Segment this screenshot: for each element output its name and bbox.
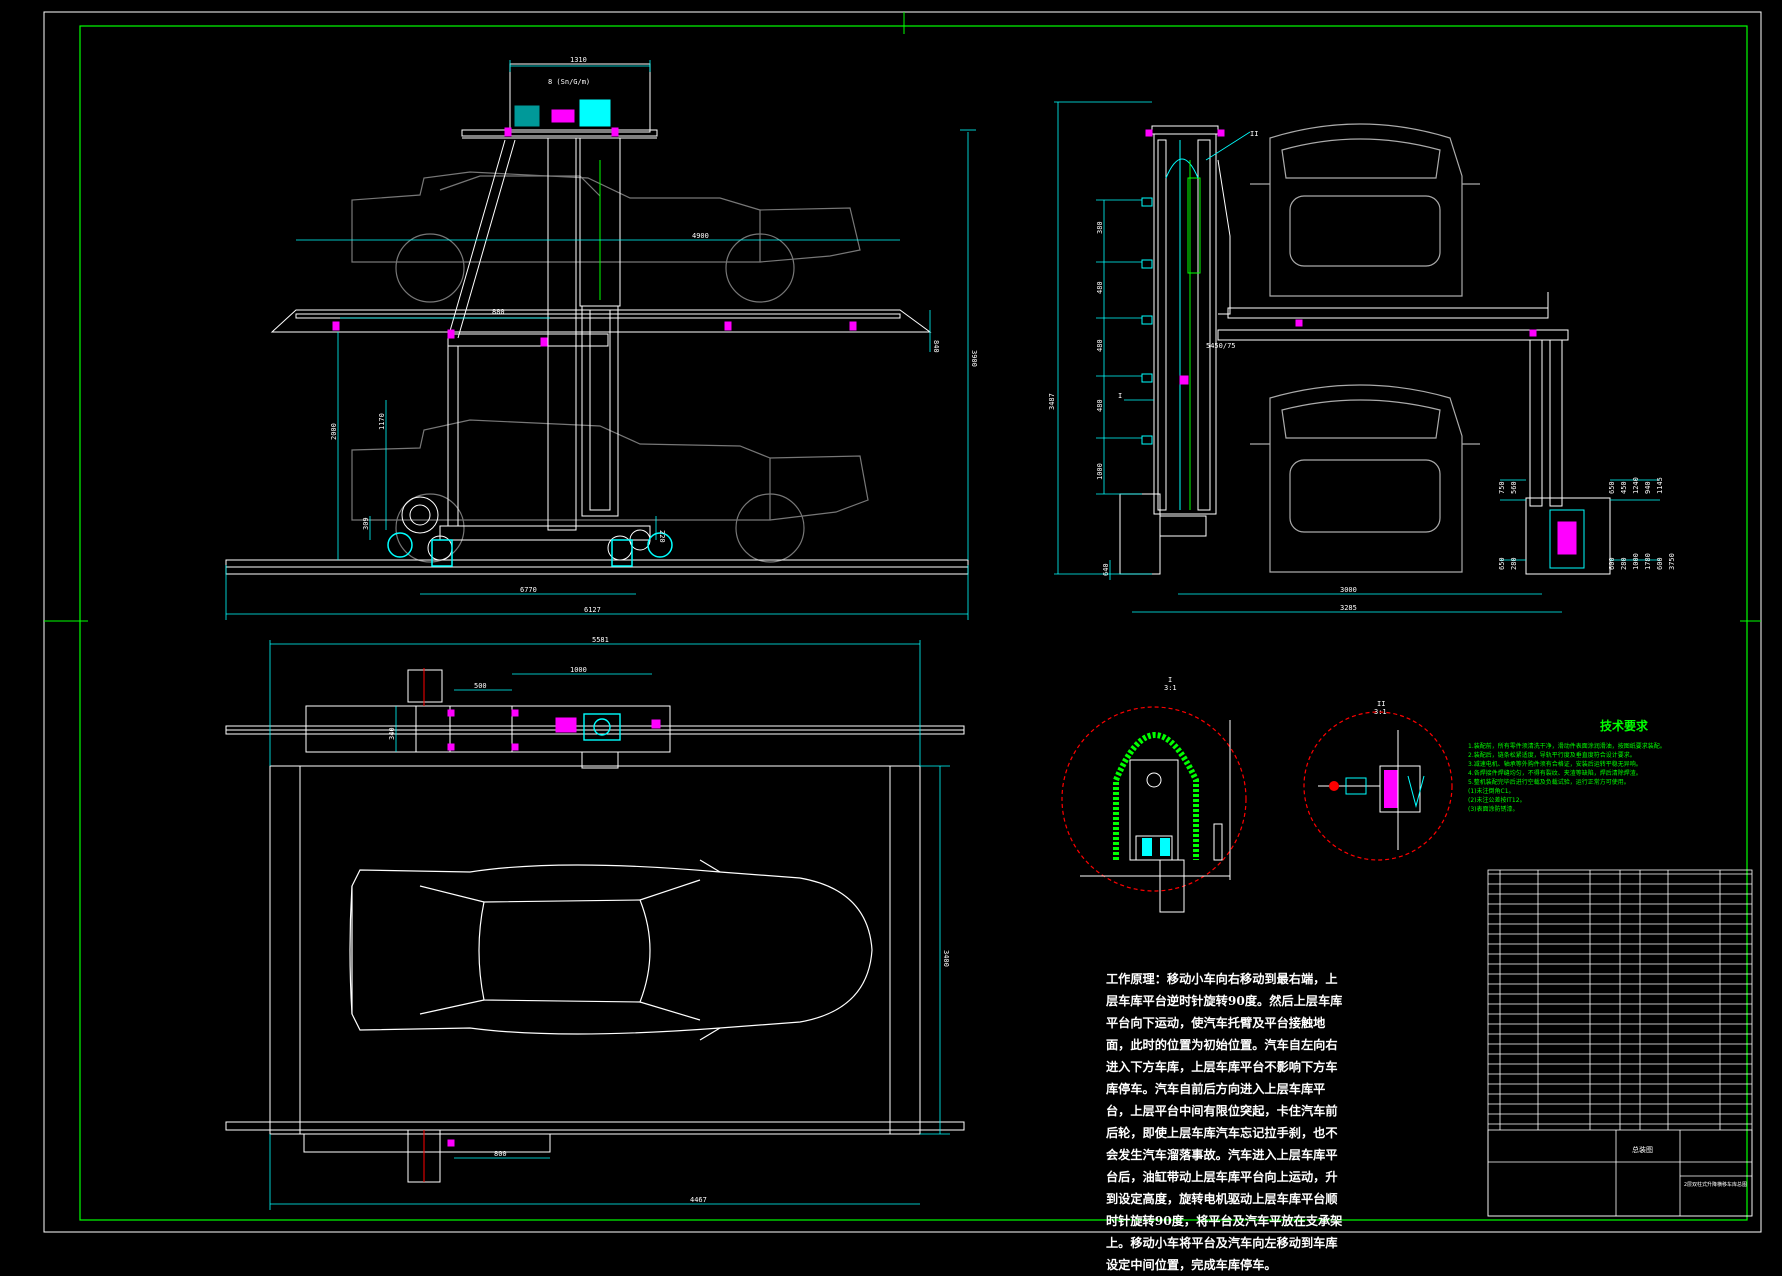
dim-total-length: 6127 [584, 606, 601, 614]
side-right-dim-label: 600 [1608, 557, 1616, 570]
tech-req-line: 5.整机装配完毕后进行空载及负载试验，运行正常方可使用。 [1468, 778, 1630, 786]
dim-plan-bottom-total: 4467 [690, 1196, 707, 1204]
dim-base-span: 6770 [520, 586, 537, 594]
dim-side-seg-4: 480 [1096, 399, 1104, 412]
dim-height-total: 3900 [970, 350, 978, 367]
side-right-dim-label: 450 [1620, 481, 1628, 494]
dim-side-base-span: 3000 [1340, 586, 1357, 594]
detail-view-ii [1303, 711, 1453, 861]
dim-side-seg-1: 380 [1096, 221, 1104, 234]
working-principle-text: 工作原理：移动小车向右移动到最右端，上层车库平台逆时针旋转90度。然后上层车库平… [1106, 972, 1343, 1272]
lower-car-outline [351, 419, 869, 563]
dim-side-seg-5: 1000 [1096, 463, 1104, 480]
title-block-drawing-name: 2层双柱式升降横移车库总图 [1684, 1181, 1747, 1188]
side-upper-car [1250, 123, 1480, 297]
dim-side-total-width: 3285 [1340, 604, 1357, 612]
side-right-dim-label: 560 [1510, 481, 1518, 494]
side-right-dim-label: 3750 [1668, 553, 1676, 570]
plan-view-dimensions: 5581 500 1000 340 3400 800 4467 [388, 636, 950, 1204]
side-right-dim-label: 650 [1608, 481, 1616, 494]
front-view-dimensions: 1310 8 (Sn/G/m) 4900 880 3900 2000 1170 … [330, 56, 978, 614]
dim-plan-overall: 5581 [592, 636, 609, 644]
dim-side-bottom-left: 640 [1102, 563, 1110, 576]
side-right-dim-label: 650 [1498, 557, 1506, 570]
side-right-dim-label: 1780 [1644, 553, 1652, 570]
dim-motor-label: 8 (Sn/G/m) [548, 78, 590, 86]
side-right-dim-label: 600 [1656, 557, 1664, 570]
title-block-title: 总装图 [1632, 1145, 1653, 1154]
plan-car-outline [349, 859, 873, 1041]
dim-chain-label: 5450/75 [1206, 342, 1236, 350]
dim-upper-length: 880 [492, 308, 505, 316]
cad-drawing: 1310 8 (Sn/G/m) 4900 880 3900 2000 1170 … [43, 11, 1762, 1233]
tech-req-line: 4.各焊接件焊缝均匀，不得有裂纹、夹渣等缺陷，焊后清除焊渣。 [1468, 769, 1642, 777]
dim-side-seg-2: 480 [1096, 281, 1104, 294]
dim-plan-trolley-small: 500 [474, 682, 487, 690]
title-block-text: 总装图 2层双柱式升降横移车库总图 [1632, 1145, 1747, 1188]
tech-req-line: (3)表面涂防锈漆。 [1468, 805, 1519, 813]
upper-car-outline [351, 171, 861, 303]
side-right-dim-label: 750 [1498, 481, 1506, 494]
side-view-dimensions: 3487 380 480 480 480 1000 5450/75 640 30… [1048, 130, 1357, 612]
front-view [225, 60, 976, 620]
detail-ii-label: II [1377, 700, 1385, 708]
technical-requirements: 技术要求 1.装配前，所有零件须清洗干净，滑动件表面涂润滑油，按图纸要求装配。2… [1468, 718, 1666, 813]
detail-view-i [1061, 706, 1247, 913]
side-lower-car [1250, 384, 1480, 573]
dim-right-small: 220 [658, 530, 666, 543]
detail-ii-scale: 3:1 [1374, 708, 1387, 716]
detail-i-scale: 3:1 [1164, 684, 1177, 692]
dim-top-width: 1310 [570, 56, 587, 64]
working-principle: 工作原理：移动小车向右移动到最右端，上层车库平台逆时针旋转90度。然后上层车库平… [1106, 968, 1346, 1276]
dim-height-lower: 2000 [330, 423, 338, 440]
dim-side-seg-3: 480 [1096, 339, 1104, 352]
tech-req-line: (1)未注倒角C1。 [1468, 787, 1515, 795]
tech-req-line: (2)未注公差按IT12。 [1468, 796, 1526, 804]
side-right-dim-label: 940 [1644, 481, 1652, 494]
detail-i-label: I [1168, 676, 1172, 684]
dim-plan-bottom-small: 800 [494, 1150, 507, 1158]
dim-height-mid: 1170 [378, 413, 386, 430]
tech-req-line: 3.减速电机、轴承等外购件须有合格证，安装后运转平稳无异响。 [1468, 760, 1642, 768]
dim-plan-block: 340 [388, 727, 396, 740]
side-right-dimension-labels: 750 560 650 450 1240 940 1145 650 280 600 280 1000 1… [1498, 477, 1676, 570]
dim-platform-length: 4900 [692, 232, 709, 240]
side-right-dim-label: 1000 [1632, 553, 1640, 570]
side-right-dim-label: 1145 [1656, 477, 1664, 494]
sheet-border [43, 11, 1762, 1233]
dim-plan-width: 3400 [942, 950, 950, 967]
side-right-dim-label: 280 [1510, 557, 1518, 570]
detail-view-labels: I 3:1 II 3:1 [1164, 676, 1387, 716]
tech-req-title: 技术要求 [1600, 718, 1649, 733]
side-view [1054, 101, 1660, 613]
leader-label-i: I [1118, 392, 1122, 400]
side-right-dim-label: 280 [1620, 557, 1628, 570]
dim-side-height-total: 3487 [1048, 393, 1056, 410]
dim-left-small: 309 [362, 517, 370, 530]
plan-view [225, 640, 965, 1210]
dim-right-upper-small: 840 [932, 340, 940, 353]
side-right-dim-label: 1240 [1632, 477, 1640, 494]
dim-plan-trolley-large: 1000 [570, 666, 587, 674]
tech-req-line: 2.装配后，链条松紧适度，导轨平行度及垂直度符合设计要求。 [1468, 751, 1636, 759]
leader-label-ii: II [1250, 130, 1258, 138]
tech-req-line: 1.装配前，所有零件须清洗干净，滑动件表面涂润滑油，按图纸要求装配。 [1468, 742, 1666, 750]
title-block [1487, 869, 1753, 1217]
